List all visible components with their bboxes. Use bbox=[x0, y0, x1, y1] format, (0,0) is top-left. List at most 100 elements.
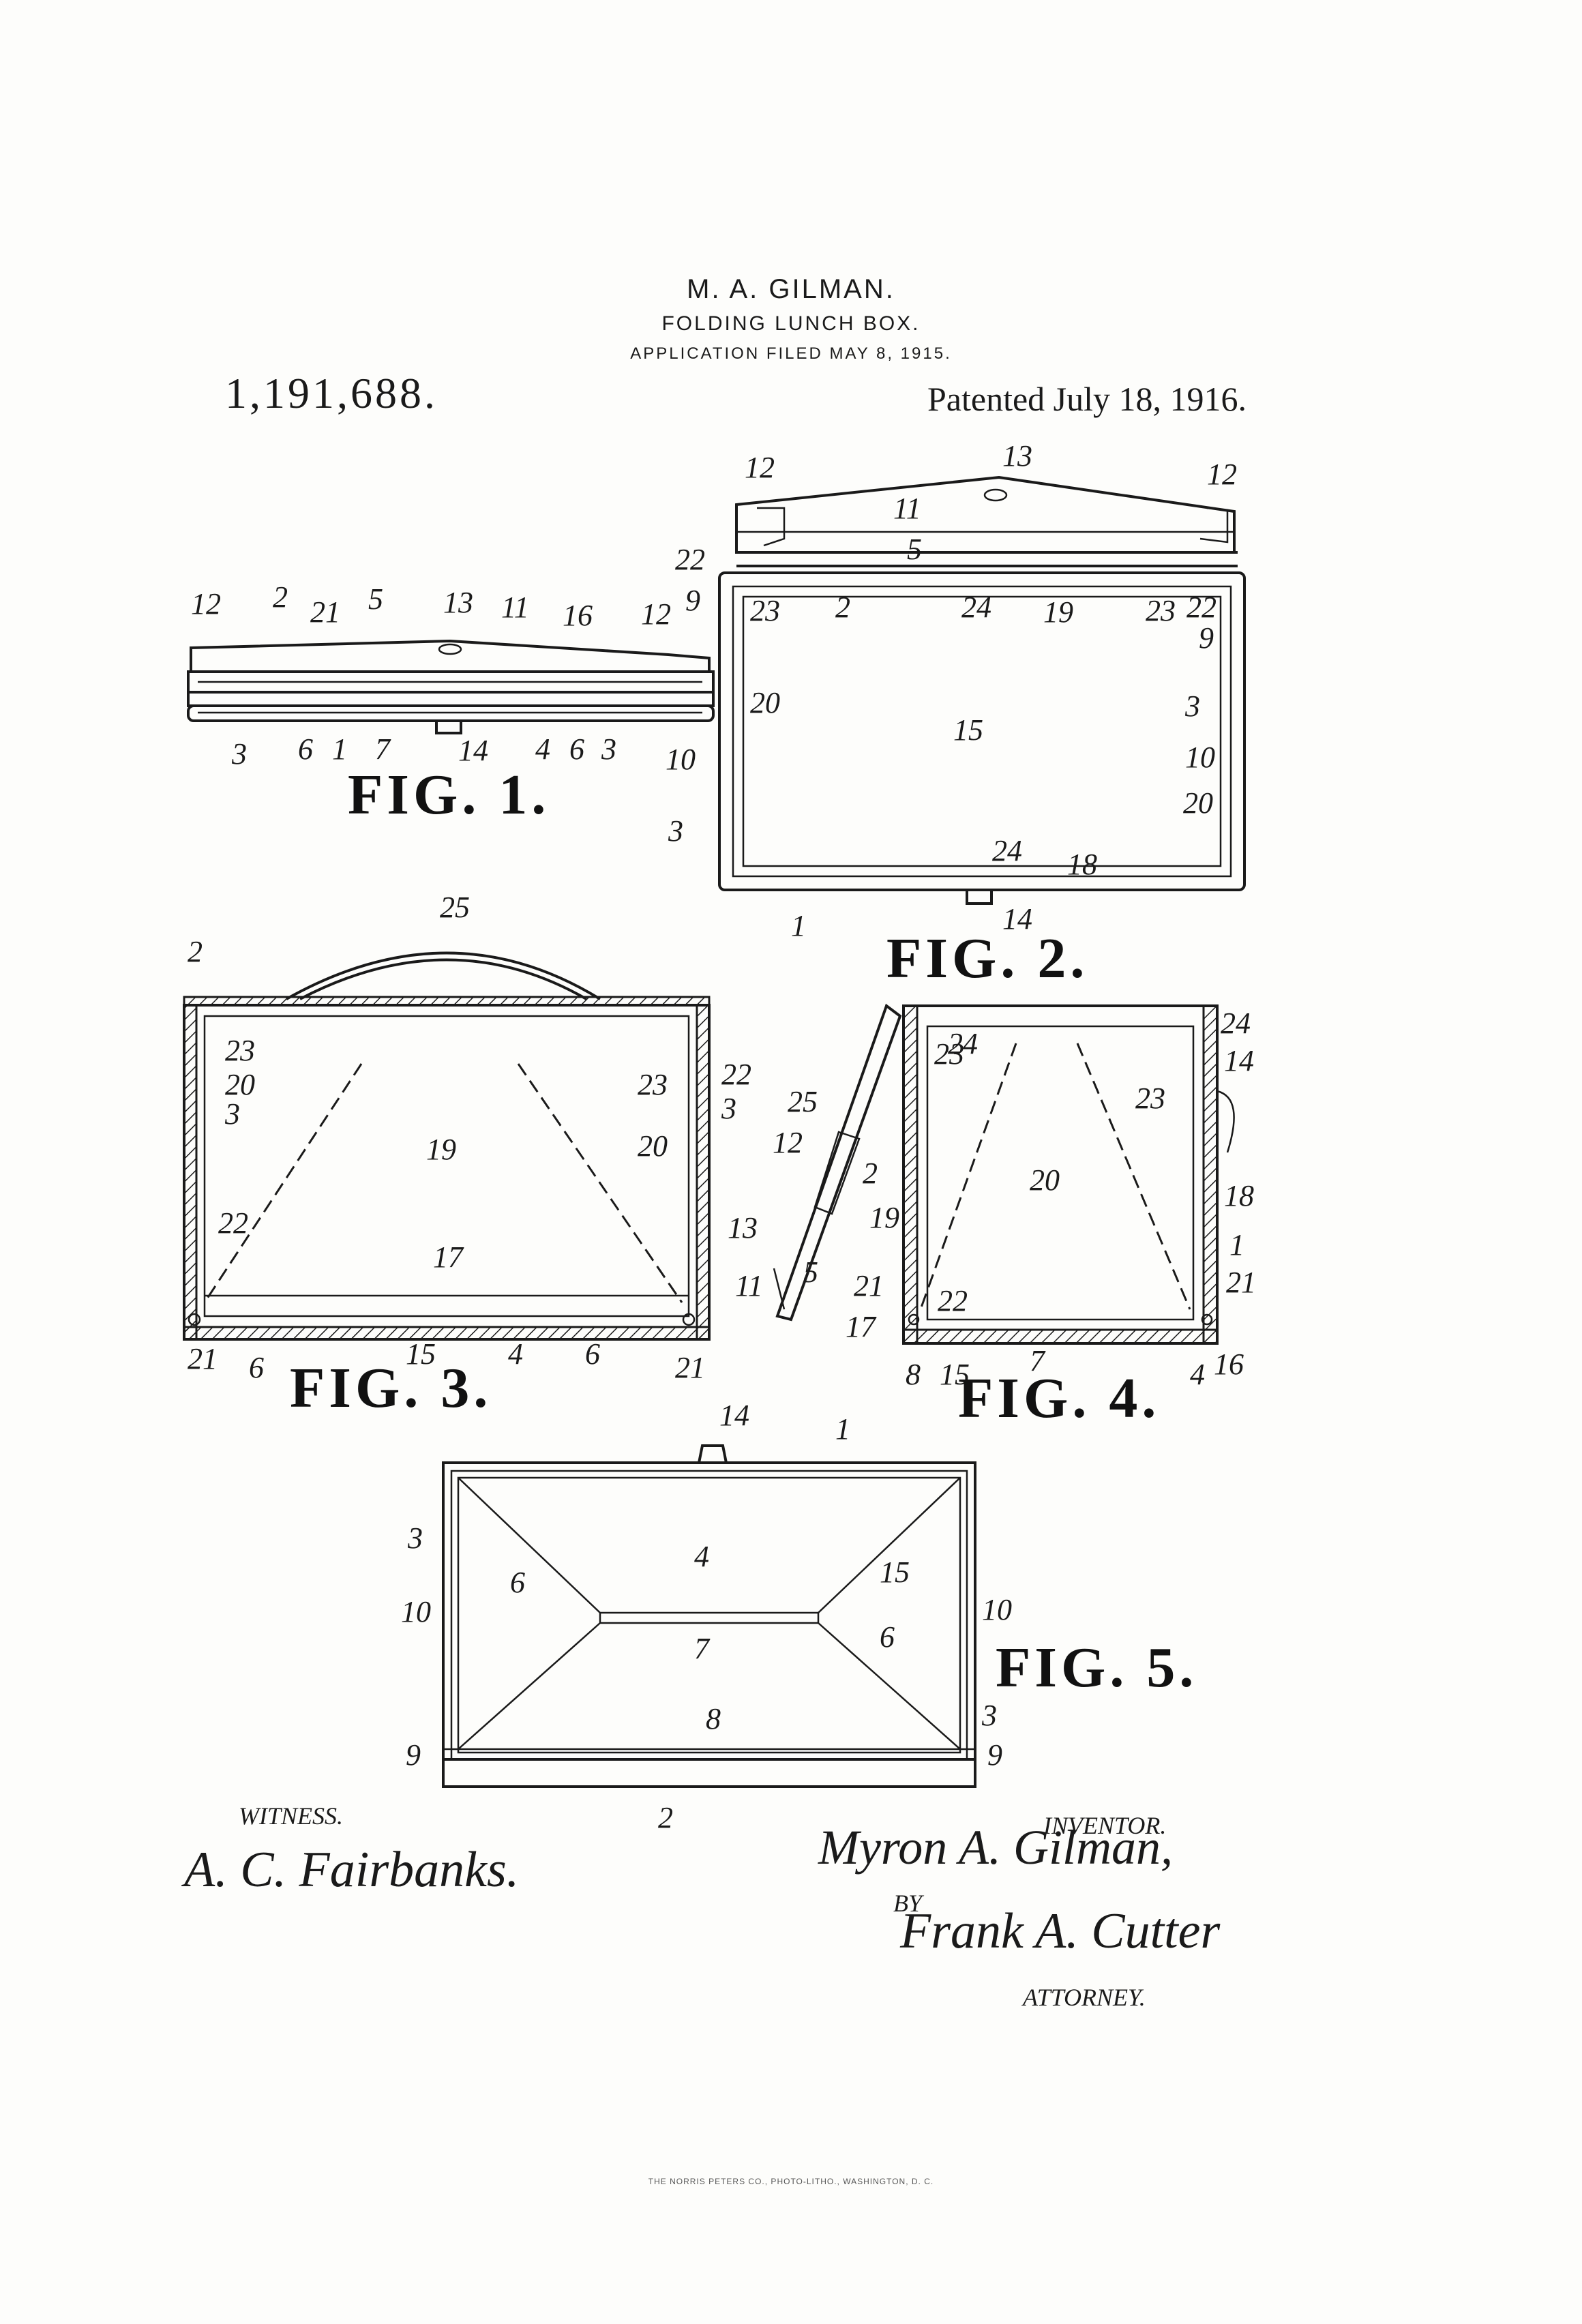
fig2-label: 24 bbox=[992, 834, 1022, 867]
fig5-label: 10 bbox=[982, 1593, 1012, 1626]
fig4-label: 24 bbox=[948, 1027, 978, 1060]
fig2-label: 3 bbox=[1184, 689, 1200, 723]
fig2-label: 5 bbox=[907, 533, 922, 566]
fig5-label: 9 bbox=[406, 1738, 421, 1772]
fig3-label: 21 bbox=[188, 1342, 218, 1375]
invention-title: FOLDING LUNCH BOX. bbox=[661, 312, 921, 335]
printer-footer: THE NORRIS PETERS CO., PHOTO-LITHO., WAS… bbox=[648, 2177, 934, 2186]
fig2-label: 12 bbox=[1207, 458, 1237, 491]
fig2-label: 13 bbox=[1002, 439, 1032, 473]
fig4-label: 14 bbox=[1224, 1044, 1254, 1077]
fig5-label: 14 bbox=[719, 1399, 749, 1432]
fig2-label: 22 bbox=[675, 543, 705, 576]
fig3-label: 22 bbox=[218, 1206, 248, 1240]
fig3-label: 3 bbox=[721, 1092, 736, 1125]
figure-2-labels: 12 13 12 11 5 22 9 23 2 24 19 23 22 9 20… bbox=[666, 439, 1237, 990]
fig2-label: 23 bbox=[1146, 594, 1176, 627]
fig4-label: 21 bbox=[1226, 1266, 1256, 1299]
fig2-label: 3 bbox=[668, 814, 683, 848]
fig3-label: 6 bbox=[249, 1351, 264, 1384]
fig4-label: 1 bbox=[1229, 1228, 1244, 1262]
fig5-label: 9 bbox=[987, 1738, 1002, 1772]
inventor-signature: Myron A. Gilman, bbox=[818, 1820, 1173, 1875]
figure-3-labels: 25 2 23 20 3 23 22 3 19 20 22 17 21 6 15… bbox=[188, 891, 751, 1420]
fig5-label: 15 bbox=[880, 1555, 910, 1589]
fig3-label: 4 bbox=[508, 1337, 523, 1371]
fig3-label: 2 bbox=[188, 935, 203, 968]
fig3-label: 3 bbox=[224, 1097, 240, 1131]
fig4-label: 7 bbox=[1030, 1344, 1046, 1377]
figure-4-drawing bbox=[773, 1003, 1235, 1345]
witness-label: WITNESS. bbox=[239, 1802, 343, 1830]
fig3-label: 17 bbox=[433, 1240, 464, 1274]
fig2-label: 14 bbox=[1002, 902, 1032, 936]
fig5-caption: FIG. 5. bbox=[996, 1636, 1197, 1699]
fig3-label: 25 bbox=[440, 891, 470, 924]
figure-5-labels: 14 1 3 4 6 15 10 10 7 6 8 3 9 9 2 FIG. 5… bbox=[401, 1399, 1197, 1834]
fig1-label: 12 bbox=[191, 587, 221, 621]
fig3-label: 23 bbox=[638, 1068, 668, 1101]
fig1-label: 6 bbox=[298, 732, 313, 766]
fig5-label: 8 bbox=[706, 1702, 721, 1735]
by-label: BY bbox=[893, 1890, 923, 1917]
figure-5-drawing bbox=[442, 1444, 976, 1788]
fig2-label: 15 bbox=[953, 713, 983, 747]
attorney-label: ATTORNEY. bbox=[1023, 1984, 1146, 2011]
fig4-label: 16 bbox=[1214, 1347, 1244, 1381]
fig1-label: 7 bbox=[375, 732, 391, 766]
fig1-label: 12 bbox=[641, 597, 671, 631]
fig3-label: 23 bbox=[225, 1034, 255, 1067]
fig2-label: 9 bbox=[685, 584, 700, 617]
fig1-label: 21 bbox=[310, 595, 340, 629]
fig5-label: 1 bbox=[835, 1412, 850, 1446]
fig3-label: 21 bbox=[675, 1351, 705, 1384]
fig2-label: 9 bbox=[1199, 621, 1214, 655]
figure-3-drawing bbox=[183, 951, 711, 1341]
fig1-label: 3 bbox=[601, 732, 616, 766]
fig2-label: 10 bbox=[666, 743, 696, 776]
fig4-label: 20 bbox=[1030, 1163, 1060, 1197]
fig5-label: 10 bbox=[401, 1595, 431, 1628]
fig1-label: 11 bbox=[501, 591, 529, 624]
fig2-label: 19 bbox=[1043, 595, 1073, 629]
fig3-label: 22 bbox=[721, 1058, 751, 1091]
fig5-label: 7 bbox=[694, 1632, 711, 1665]
inventor-label: INVENTOR. bbox=[1043, 1812, 1167, 1839]
fig4-label: 21 bbox=[854, 1269, 884, 1302]
fig2-label: 11 bbox=[893, 492, 921, 525]
fig1-label: 14 bbox=[458, 734, 488, 767]
fig4-label: 13 bbox=[728, 1211, 758, 1245]
fig1-caption: FIG. 1. bbox=[348, 763, 550, 826]
fig4-label: 4 bbox=[1190, 1358, 1205, 1391]
fig4-label: 19 bbox=[869, 1201, 899, 1234]
fig5-label: 4 bbox=[694, 1540, 709, 1573]
fig3-label: 20 bbox=[225, 1068, 255, 1101]
fig4-label: 17 bbox=[846, 1310, 877, 1343]
fig1-label: 13 bbox=[443, 586, 473, 619]
fig2-label: 23 bbox=[750, 594, 780, 627]
fig4-label: 23 bbox=[934, 1037, 964, 1071]
attorney-signature: Frank A. Cutter bbox=[900, 1903, 1221, 1959]
fig3-label: 15 bbox=[406, 1337, 436, 1371]
figure-4-labels: 24 23 24 14 25 23 12 2 20 19 18 13 1 11 … bbox=[728, 1007, 1256, 1430]
fig2-label: 20 bbox=[1183, 786, 1213, 820]
fig3-label: 20 bbox=[638, 1129, 668, 1163]
application-filed-line: APPLICATION FILED MAY 8, 1915. bbox=[630, 344, 952, 363]
fig4-label: 23 bbox=[1135, 1082, 1165, 1115]
fig2-label: 2 bbox=[835, 591, 850, 624]
fig5-label: 2 bbox=[658, 1801, 673, 1834]
fig5-label: 6 bbox=[880, 1620, 895, 1654]
figure-2-drawing bbox=[718, 475, 1246, 905]
fig4-label: 22 bbox=[938, 1284, 968, 1317]
fig4-label: 18 bbox=[1224, 1179, 1254, 1212]
fig3-label: 19 bbox=[426, 1133, 456, 1166]
fig1-label: 1 bbox=[332, 732, 347, 766]
fig2-label: 18 bbox=[1067, 848, 1097, 881]
fig2-caption: FIG. 2. bbox=[886, 927, 1088, 990]
fig2-label: 12 bbox=[745, 451, 775, 484]
fig4-label: 15 bbox=[940, 1358, 970, 1391]
fig5-label: 3 bbox=[981, 1699, 997, 1732]
fig1-label: 6 bbox=[569, 732, 584, 766]
